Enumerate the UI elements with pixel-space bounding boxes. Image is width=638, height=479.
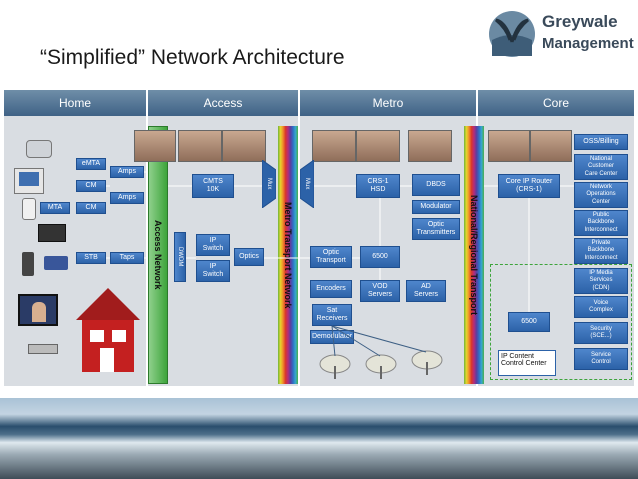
national-transport-bar: National/Regional Transport [464, 126, 484, 384]
person-photo-5 [356, 130, 400, 162]
dbds-box: DBDS [412, 174, 460, 196]
person-photo-2 [178, 130, 222, 162]
core-dashed-region [490, 264, 632, 380]
logo-line2: Management [542, 35, 634, 52]
band-metro: Metro [300, 90, 476, 116]
logo-line1: Greywale [542, 12, 618, 31]
ip-content-control-center: IP Content Control Center [498, 350, 556, 376]
person-photo-8 [530, 130, 572, 162]
stb-box: STB [76, 252, 106, 264]
private-backbone-box: Private Backbone Interconnect [574, 238, 628, 264]
voice-complex-box: Voice Complex [574, 296, 628, 318]
logo: Greywale Management [488, 8, 634, 60]
person-photo-1 [134, 130, 176, 162]
modulator-box: Modulator [412, 200, 460, 214]
optics-box: Optics [234, 248, 264, 266]
metro-transport-bar: Metro Transport Network [278, 126, 298, 384]
tv-news-icon [18, 294, 58, 326]
optic-transport-box: Optic Transport [310, 246, 352, 268]
amps-box-2: Amps [110, 192, 144, 204]
cm-box-1: CM [76, 180, 106, 192]
metro-6500-box: 6500 [360, 246, 400, 268]
ip-switch-box-1: IP Switch [196, 234, 230, 256]
emta-box: eMTA [76, 158, 106, 170]
network-operations-box: Network Operations Center [574, 182, 628, 208]
cmts-box: CMTS 10K [192, 174, 234, 198]
security-box: Security (SCE...) [574, 322, 628, 344]
router-icon [44, 256, 68, 270]
satellite-dish-icon-3 [411, 350, 443, 375]
encoders-box: Encoders [310, 280, 352, 298]
mux-label-metro: Mux [304, 178, 310, 190]
vod-servers-box: VOD Servers [360, 280, 400, 302]
person-photo-3 [222, 130, 266, 162]
sat-receivers-box: Sat Receivers [312, 304, 352, 326]
cm-box-2: CM [76, 202, 106, 214]
television-icon [38, 224, 66, 242]
mobile-phone-icon [22, 252, 34, 276]
service-control-box: Service Control [574, 348, 628, 370]
person-photo-4 [312, 130, 356, 162]
page-title: “Simplified” Network Architecture [40, 46, 345, 69]
person-photo-6 [408, 130, 452, 162]
dwdm-box: DWDM [174, 232, 186, 282]
public-backbone-box: Public Backbone Interconnect [574, 210, 628, 236]
ip-media-services-box: IP Media Services (CDN) [574, 268, 628, 294]
mta-box: MTA [40, 202, 70, 214]
mux-label-access: Mux [266, 178, 272, 190]
band-access: Access [148, 90, 298, 116]
person-photo-7 [488, 130, 530, 162]
ip-switch-box-2: IP Switch [196, 260, 230, 282]
mux-trapezoid-metro [300, 160, 314, 208]
core-ip-router-box: Core IP Router (CRS-1) [498, 174, 560, 198]
ad-servers-box: AD Servers [406, 280, 446, 302]
ocean-photo [0, 398, 638, 479]
national-care-center-box: National Customer Care Center [574, 154, 628, 180]
oss-billing-box: OSS/Billing [574, 134, 628, 150]
music-player-icon [22, 198, 36, 220]
core-6500-box: 6500 [508, 312, 550, 332]
whale-tail-icon [489, 11, 535, 57]
phone-icon [26, 140, 52, 158]
optic-transmitters-box: Optic Transmitters [412, 218, 460, 240]
band-core: Core [478, 90, 634, 116]
mux-trapezoid-access [262, 160, 276, 208]
taps-box: Taps [110, 252, 144, 264]
access-network-bar: Access Network [148, 126, 168, 384]
band-home: Home [4, 90, 146, 116]
set-top-box-icon [28, 344, 58, 354]
amps-box-1: Amps [110, 166, 144, 178]
house-icon [76, 288, 140, 372]
crs1-hsd-box: CRS-1 HSD [356, 174, 400, 198]
computer-icon [14, 168, 44, 194]
satellite-dish-icon-2 [365, 354, 397, 379]
